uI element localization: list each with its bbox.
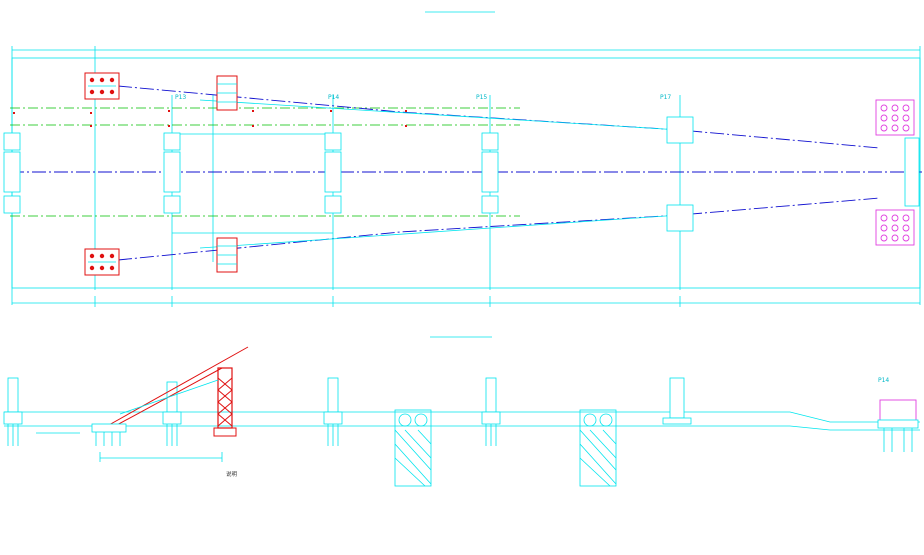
notes-block: 说明: [226, 470, 238, 478]
plan-pier-columns: [3, 116, 694, 232]
temporary-support-plan: [84, 72, 120, 276]
guide-lines: [10, 107, 520, 217]
notes-heading: 说明: [226, 470, 238, 478]
elevation-girder: [4, 411, 920, 434]
pier-label-p15: P15: [476, 94, 487, 101]
elevation-piers: [3, 377, 692, 446]
end-pier-plan: [875, 99, 920, 246]
end-pier-label: P14: [878, 377, 889, 384]
crane-plan: [216, 75, 238, 273]
pier-label-p14: P14: [328, 94, 339, 101]
plan-top-dimension: [11, 46, 921, 305]
excavation-pits: [394, 409, 617, 487]
plan-bottom-dimension: [12, 296, 920, 307]
pier-label-p17: P17: [660, 94, 671, 101]
support-bracket-elevation: [91, 423, 127, 446]
pier-label-p13: P13: [175, 94, 186, 101]
crane-elevation: [99, 346, 249, 437]
anchor-markers: [13, 110, 407, 127]
end-pier-elevation: P14: [877, 377, 919, 452]
girder-outline-lines: [117, 85, 881, 261]
